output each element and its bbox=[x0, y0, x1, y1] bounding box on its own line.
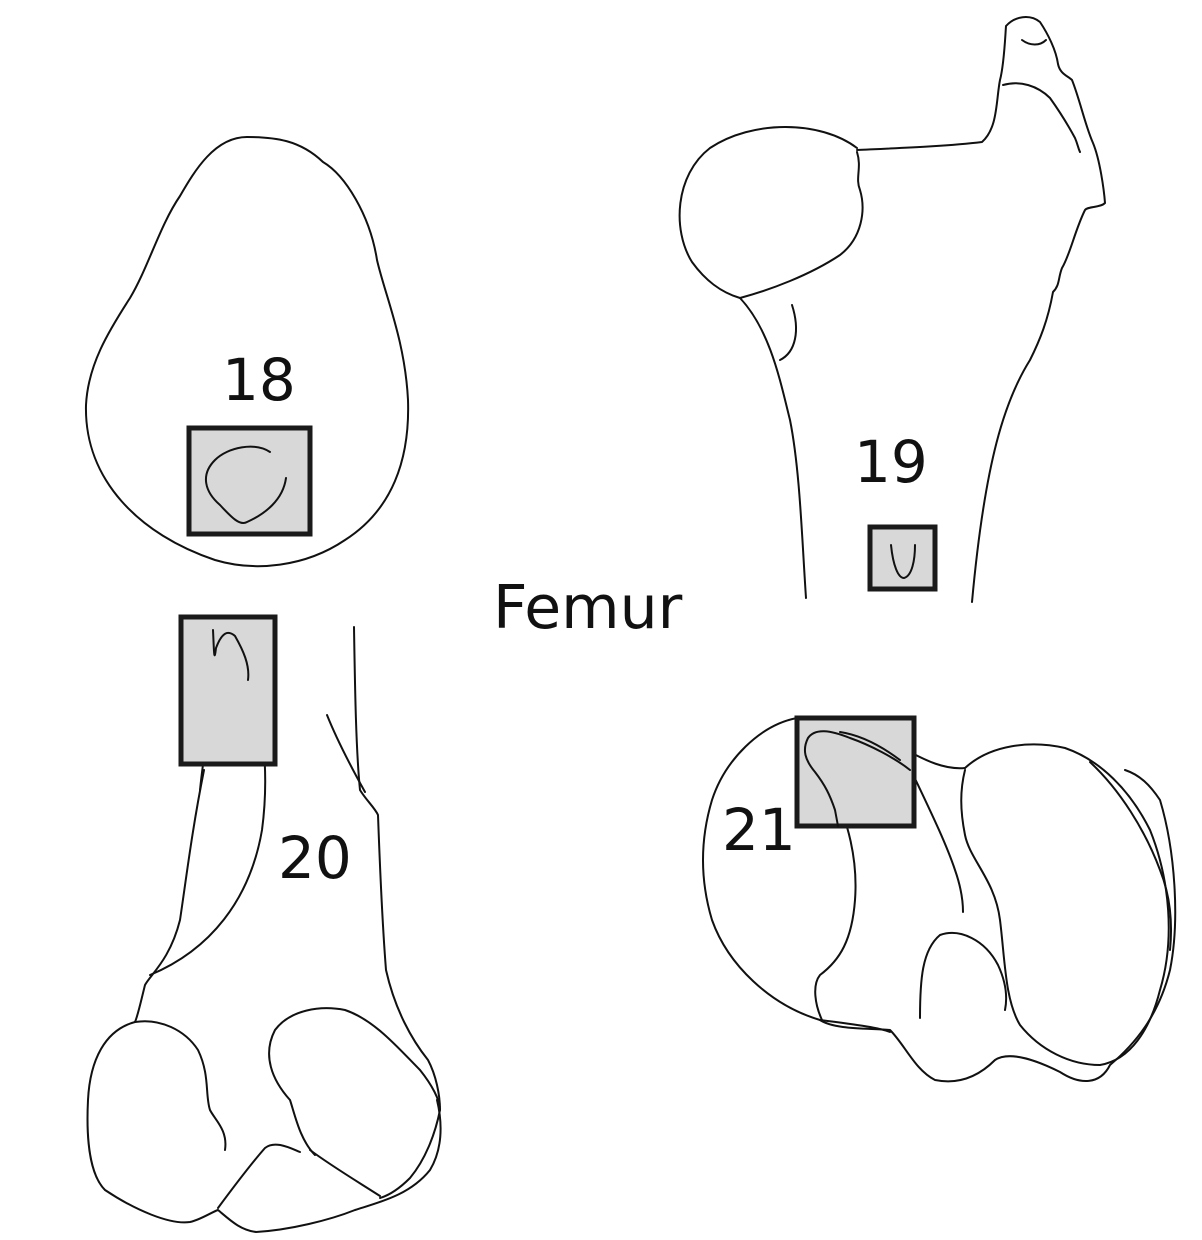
view-21-trochlear-line bbox=[909, 767, 964, 913]
view-21-medial-condyle bbox=[702, 717, 1177, 1083]
view-21: 21 bbox=[702, 715, 1177, 1083]
view-20-sample-box bbox=[178, 614, 278, 767]
view-20-condyle-edge bbox=[309, 1149, 381, 1197]
view-19-sample-box bbox=[867, 524, 938, 592]
view-18-outline bbox=[84, 136, 410, 568]
view-21-lateral-condyle bbox=[960, 743, 1170, 1066]
view-21-notch bbox=[919, 932, 1008, 1019]
view-20-oblique-line bbox=[326, 714, 366, 793]
view-20-intercondylar bbox=[217, 1143, 301, 1209]
view-20: 20 bbox=[86, 614, 442, 1233]
view-21-condyle-inner bbox=[1089, 761, 1172, 951]
view-19-femoral-head bbox=[678, 126, 864, 299]
view-21-bottom-edge bbox=[819, 1019, 891, 1033]
view-20-cross-section bbox=[212, 629, 250, 681]
view-19: 19 bbox=[678, 16, 1106, 603]
view-20-notch-left bbox=[134, 1020, 227, 1151]
view-20-medial-condyle bbox=[86, 1021, 442, 1233]
view-19-cross-section bbox=[890, 544, 916, 579]
view-19-lesser-trochanter bbox=[779, 304, 797, 361]
view-21-cross-section bbox=[803, 730, 911, 827]
view-20-shaft-medial bbox=[134, 769, 205, 1023]
label-18: 18 bbox=[222, 346, 296, 414]
view-19-neck-and-trochanter bbox=[856, 16, 1106, 603]
diagram-title: Femur bbox=[493, 573, 683, 643]
view-19-shaft-medial bbox=[739, 297, 807, 599]
view-21-lateral-condyle-back bbox=[909, 751, 966, 770]
label-19: 19 bbox=[854, 428, 928, 496]
view-18-sample-box bbox=[186, 425, 313, 537]
view-19-trochanter-inner bbox=[1002, 82, 1081, 153]
view-20-shaft-lateral bbox=[353, 626, 441, 1111]
view-20-lateral-condyle bbox=[268, 1007, 441, 1199]
label-20: 20 bbox=[278, 824, 352, 892]
view-18: 18 bbox=[84, 136, 410, 568]
view-18-cross-section bbox=[205, 445, 287, 524]
view-19-fovea bbox=[1021, 39, 1047, 46]
label-21: 21 bbox=[722, 796, 796, 864]
view-21-medial-ridge bbox=[814, 789, 857, 1021]
